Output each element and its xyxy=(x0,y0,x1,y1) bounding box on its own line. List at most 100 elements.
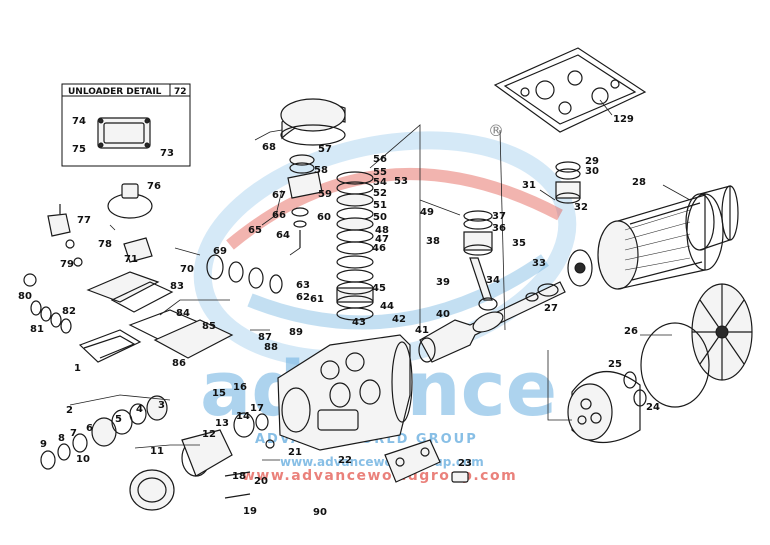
callout-79: 79 xyxy=(60,259,74,270)
callout-51: 51 xyxy=(373,200,387,211)
crankshaft xyxy=(418,281,566,363)
callout-76: 76 xyxy=(147,181,161,192)
callout-67: 67 xyxy=(272,190,286,201)
callout-2: 2 xyxy=(66,405,73,416)
gasket-kit-129 xyxy=(493,47,647,133)
callout-90: 90 xyxy=(313,507,327,518)
callout-10: 10 xyxy=(76,454,90,465)
callout-8: 8 xyxy=(58,433,65,444)
callout-55: 55 xyxy=(373,167,387,178)
callout-26: 26 xyxy=(624,326,638,337)
callout-41: 41 xyxy=(415,325,429,336)
callout-25: 25 xyxy=(608,359,622,370)
callout-24: 24 xyxy=(646,402,660,413)
callout-38: 38 xyxy=(426,236,440,247)
callout-87: 87 xyxy=(258,332,272,343)
callout-42: 42 xyxy=(392,314,406,325)
left-small-parts xyxy=(23,183,153,334)
callout-57: 57 xyxy=(318,144,332,155)
crankcase-body xyxy=(277,334,413,451)
callout-12: 12 xyxy=(202,429,216,440)
callout-4: 4 xyxy=(136,404,143,415)
callout-40: 40 xyxy=(436,309,450,320)
callout-19: 19 xyxy=(243,506,257,517)
callout-62: 62 xyxy=(296,292,310,303)
callout-129: 129 xyxy=(613,114,634,125)
callout-17: 17 xyxy=(250,403,264,414)
callout-83: 83 xyxy=(170,281,184,292)
unloader-detail-title: UNLOADER DETAIL xyxy=(68,87,162,97)
oil-pump-assembly xyxy=(40,395,269,511)
callout-74: 74 xyxy=(72,116,86,127)
callout-81: 81 xyxy=(30,324,44,335)
leader-lines xyxy=(69,99,691,461)
callout-47: 47 xyxy=(375,234,389,245)
bottom-parts xyxy=(224,439,469,499)
callout-23: 23 xyxy=(458,458,472,469)
callout-69: 69 xyxy=(213,246,227,257)
callout-65: 65 xyxy=(248,225,262,236)
callout-53: 53 xyxy=(394,176,408,187)
callout-63: 63 xyxy=(296,280,310,291)
callout-61: 61 xyxy=(310,294,324,305)
callout-66: 66 xyxy=(272,210,286,221)
callout-37: 37 xyxy=(492,211,506,222)
callout-46: 46 xyxy=(372,243,386,254)
callout-89: 89 xyxy=(289,327,303,338)
callout-20: 20 xyxy=(254,476,268,487)
callout-70: 70 xyxy=(180,264,194,275)
callout-13: 13 xyxy=(215,418,229,429)
callout-50: 50 xyxy=(373,212,387,223)
end-cover-assembly xyxy=(567,283,753,443)
callout-86: 86 xyxy=(172,358,186,369)
callout-45: 45 xyxy=(372,283,386,294)
callout-82: 82 xyxy=(62,306,76,317)
callout-18: 18 xyxy=(232,471,246,482)
callout-1: 1 xyxy=(74,363,81,374)
callout-59: 59 xyxy=(318,189,332,200)
callout-21: 21 xyxy=(288,447,302,458)
callout-34: 34 xyxy=(486,275,500,286)
watermark-registered: ® xyxy=(488,121,504,140)
callout-85: 85 xyxy=(202,321,216,332)
callout-60: 60 xyxy=(317,212,331,223)
callout-33: 33 xyxy=(532,258,546,269)
callout-labels: 1 2 3 4 5 6 7 8 9 10 11 12 13 14 15 16 1… xyxy=(18,114,660,518)
callout-48: 48 xyxy=(375,225,389,236)
callout-22: 22 xyxy=(338,455,352,466)
unloader-detail-number: 72 xyxy=(174,87,187,97)
callout-73: 73 xyxy=(160,148,174,159)
callout-43: 43 xyxy=(352,317,366,328)
callout-28: 28 xyxy=(632,177,646,188)
callout-14: 14 xyxy=(236,411,250,422)
callout-30: 30 xyxy=(585,166,599,177)
callout-84: 84 xyxy=(176,308,190,319)
side-covers xyxy=(78,254,283,363)
motor-assembly xyxy=(567,185,739,290)
callout-35: 35 xyxy=(512,238,526,249)
callout-6: 6 xyxy=(86,423,93,434)
callout-7: 7 xyxy=(70,428,77,439)
callout-58: 58 xyxy=(314,165,328,176)
callout-68: 68 xyxy=(262,142,276,153)
callout-11: 11 xyxy=(150,446,164,457)
callout-31: 31 xyxy=(522,180,536,191)
cylinder-head-stack xyxy=(280,98,374,321)
callout-56: 56 xyxy=(373,154,387,165)
callout-54: 54 xyxy=(373,177,387,188)
callout-44: 44 xyxy=(380,301,394,312)
unloader-detail-panel: UNLOADER DETAIL 72 xyxy=(61,83,191,167)
callout-52: 52 xyxy=(373,188,387,199)
callout-77: 77 xyxy=(77,215,91,226)
callout-64: 64 xyxy=(276,230,290,241)
callout-71: 71 xyxy=(124,254,138,265)
callout-88: 88 xyxy=(264,342,278,353)
callout-49: 49 xyxy=(420,207,434,218)
callout-80: 80 xyxy=(18,291,32,302)
callout-27: 27 xyxy=(544,303,558,314)
piston-connecting-rod xyxy=(463,161,581,311)
watermark-url-2: www.advanceworldgroup.com xyxy=(242,468,517,484)
callout-75: 75 xyxy=(72,144,86,155)
callout-9: 9 xyxy=(40,439,47,450)
